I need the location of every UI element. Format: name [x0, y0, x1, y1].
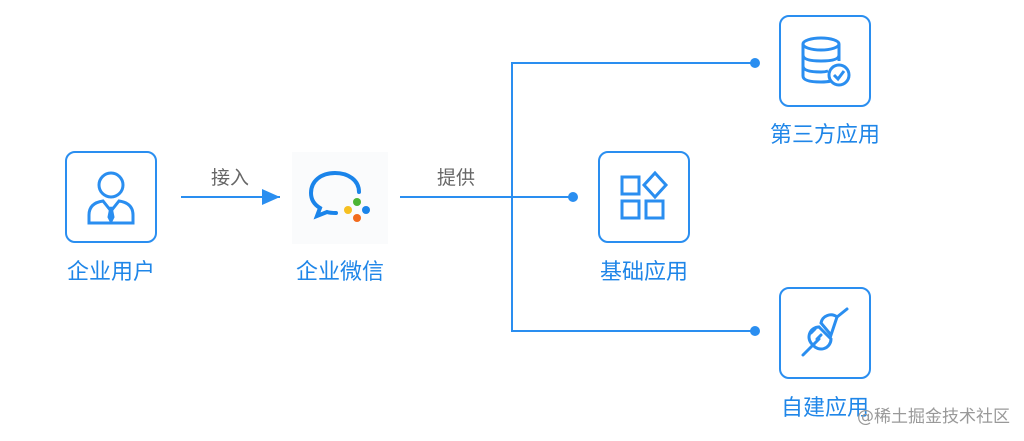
enterprise-user-label: 企业用户 [66, 260, 155, 285]
enterprise-user-node [65, 151, 157, 243]
plug-icon [801, 307, 849, 357]
wechat-work-logo-icon [308, 170, 370, 222]
provide-label: 提供 [436, 167, 475, 189]
watermark: @稀土掘金技术社区 [857, 407, 1010, 427]
branch-line [511, 62, 755, 332]
connector-dot [750, 326, 760, 336]
basic-app-node [598, 151, 690, 243]
database-check-icon [801, 36, 851, 87]
user-icon [87, 171, 135, 225]
third-party-app-label: 第三方应用 [769, 123, 880, 148]
wechat-work-label: 企业微信 [295, 260, 384, 285]
basic-app-label: 基础应用 [599, 260, 688, 285]
self-built-app-label: 自建应用 [780, 396, 869, 421]
apps-grid-icon [620, 170, 669, 220]
wechat-work-node [292, 152, 388, 244]
access-label: 接入 [210, 167, 249, 189]
connector-dot [568, 192, 578, 202]
connector-dot [750, 58, 760, 68]
third-party-app-node [779, 15, 871, 107]
self-built-app-node [779, 287, 871, 379]
